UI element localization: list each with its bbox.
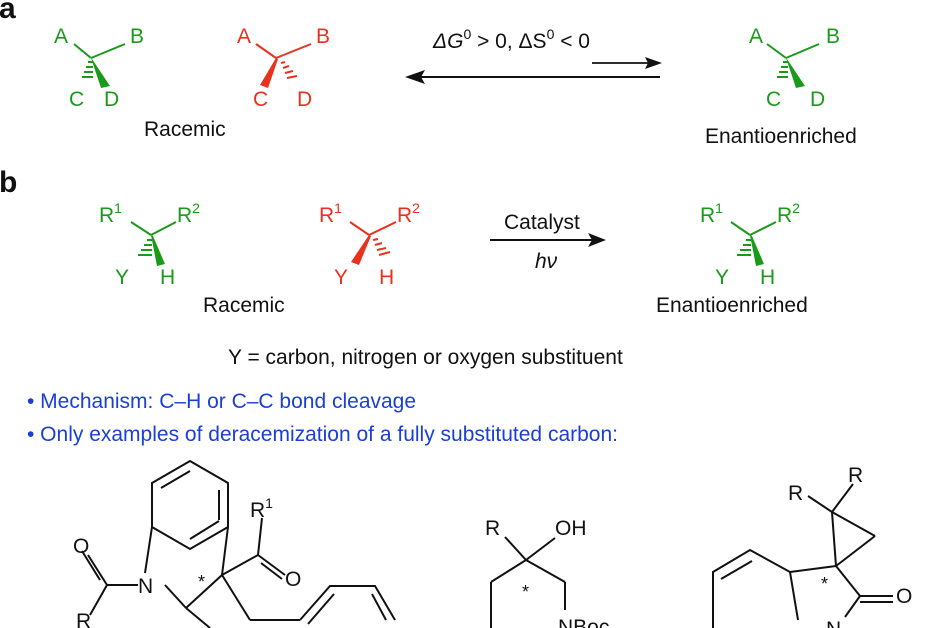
atom-O1: O <box>73 535 89 558</box>
atom-B: B <box>826 25 840 48</box>
atom-A: A <box>749 25 763 48</box>
atom-R: R <box>76 610 91 628</box>
panel-b-green-molecule-product: R1 R2 Y H <box>700 200 800 289</box>
atom-R2: R <box>848 464 863 487</box>
panel-a-enantioenriched-label: Enantioenriched <box>705 125 857 148</box>
atom-O2: O <box>285 568 301 591</box>
stereo-star: * <box>198 572 205 592</box>
hash-bond <box>737 239 751 256</box>
atom-NBoc: NBoc <box>558 616 609 628</box>
atom-D: D <box>810 88 825 111</box>
atom-C: C <box>253 88 268 111</box>
hash-bond <box>138 239 152 256</box>
atom-A: A <box>237 25 251 48</box>
structure-right <box>712 483 893 628</box>
structure-right-labels: R R O N * <box>788 464 912 628</box>
panel-b-green-molecule-left: R1 R2 Y H <box>99 200 200 289</box>
bullet-mechanism: • Mechanism: C–H or C–C bond cleavage <box>27 390 417 413</box>
atom-R2: R2 <box>397 200 420 227</box>
atom-Y: Y <box>115 266 129 289</box>
panel-a-label: a <box>0 0 16 25</box>
atom-R1: R1 <box>700 200 723 227</box>
panel-a-red-molecule: A B C D <box>237 25 330 111</box>
atom-R1: R <box>788 482 803 505</box>
atom-N: N <box>138 575 153 598</box>
atom-R2: R2 <box>177 200 200 227</box>
atom-N: N <box>826 618 841 628</box>
atom-H: H <box>160 266 175 289</box>
structure-middle <box>490 536 566 628</box>
atom-C: C <box>766 88 781 111</box>
thermo-condition: ΔG0 > 0, ΔS0 < 0 <box>432 26 590 53</box>
hash-bond <box>280 61 298 79</box>
panel-b-red-molecule: R1 R2 Y H <box>319 200 420 289</box>
bullet-examples: • Only examples of deracemization of a f… <box>27 423 618 446</box>
atom-Y: Y <box>334 266 348 289</box>
atom-R1: R1 <box>99 200 122 227</box>
hash-bond <box>372 238 391 256</box>
atom-D: D <box>104 88 119 111</box>
atom-R1: R1 <box>250 495 273 522</box>
atom-B: B <box>130 25 144 48</box>
panel-a-green-molecule-left: A B C D <box>54 25 144 111</box>
atom-D: D <box>297 88 312 111</box>
atom-H: H <box>379 266 394 289</box>
panel-b-enantioenriched-label: Enantioenriched <box>656 294 808 317</box>
stereo-star: * <box>821 574 828 594</box>
hash-bond <box>82 61 93 78</box>
structure-left <box>81 459 396 628</box>
atom-C: C <box>69 88 84 111</box>
stereo-star: * <box>522 582 529 602</box>
atom-B: B <box>316 25 330 48</box>
atom-A: A <box>54 25 68 48</box>
y-definition: Y = carbon, nitrogen or oxygen substitue… <box>228 346 623 369</box>
panel-b-racemic-label: Racemic <box>203 294 285 317</box>
atom-O: O <box>896 585 912 608</box>
atom-R: R <box>485 517 500 540</box>
atom-Y: Y <box>715 266 729 289</box>
light-label: hν <box>535 250 558 273</box>
panel-b-label: b <box>0 166 18 199</box>
panel-a-green-molecule-product: A B C D <box>749 25 840 111</box>
catalyst-label: Catalyst <box>504 211 580 234</box>
reaction-arrow <box>490 233 606 247</box>
atom-R1: R1 <box>319 200 342 227</box>
structure-left-labels: N O O R R1 * <box>73 495 301 628</box>
atom-H: H <box>760 266 775 289</box>
panel-a-racemic-label: Racemic <box>144 118 226 141</box>
structure-middle-labels: R OH NBoc * <box>485 517 609 628</box>
hash-bond <box>777 61 788 78</box>
atom-OH: OH <box>555 517 587 540</box>
equilibrium-arrows <box>405 57 662 84</box>
atom-R2: R2 <box>777 200 800 227</box>
